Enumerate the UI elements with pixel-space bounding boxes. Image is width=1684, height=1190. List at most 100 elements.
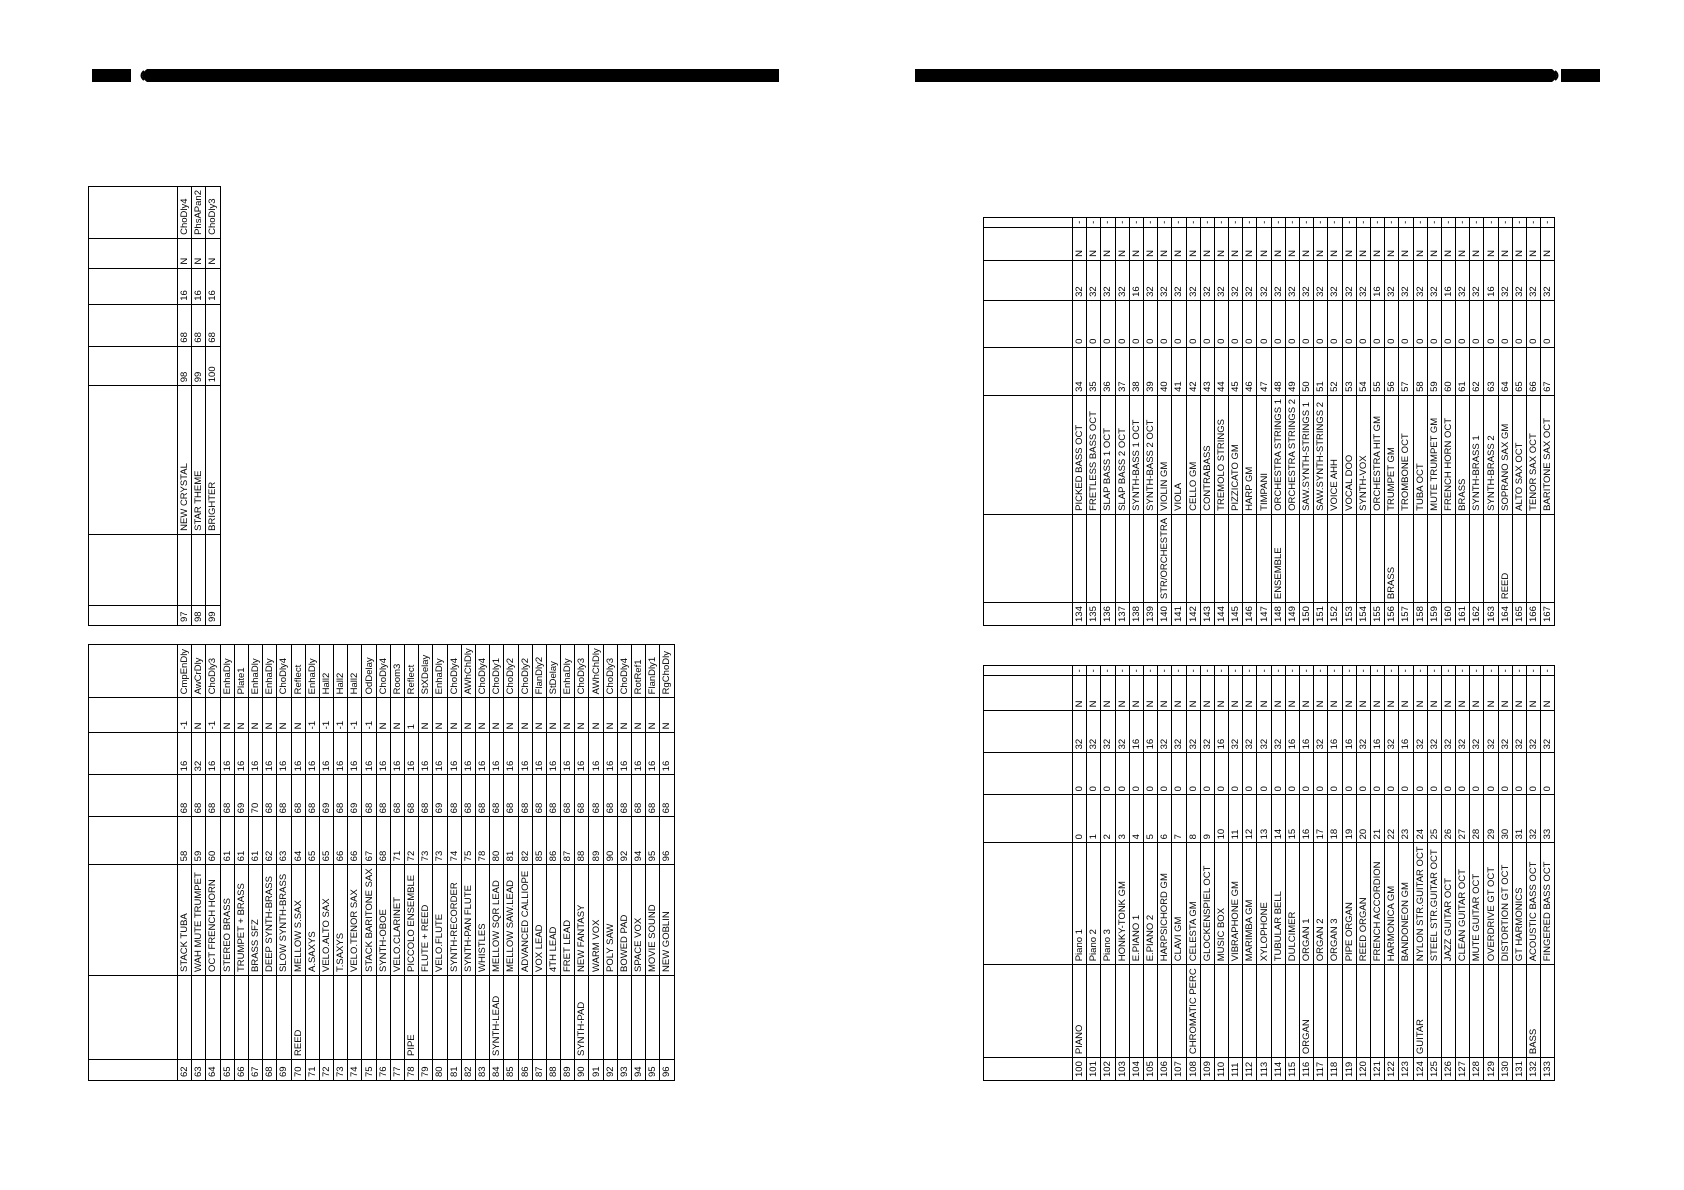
table-cell: 0 <box>1384 752 1399 795</box>
header-cell <box>983 842 1073 965</box>
table-cell: 32 <box>1115 710 1130 753</box>
table-cell: MELLOW SQR LEAD <box>489 864 504 976</box>
table-cell: PICKED BASS OCT <box>1072 395 1087 515</box>
table-cell: N <box>1342 675 1357 711</box>
table-cell: VELO.TENOR SAX <box>347 864 362 976</box>
table-cell: 90 <box>574 1059 589 1081</box>
table-cell: 34 <box>1072 347 1087 396</box>
table-cell: 77 <box>390 1059 405 1081</box>
table-cell: 97 <box>177 605 192 626</box>
table-cell: 30 <box>1498 794 1513 843</box>
table-cell: 32 <box>1356 260 1371 301</box>
table-cell: 94 <box>631 1059 646 1081</box>
table-cell: - <box>1256 665 1272 676</box>
table-cell: 16 <box>461 732 476 775</box>
table-cell <box>191 534 206 606</box>
table-cell <box>1299 514 1314 603</box>
table-cell: 28 <box>1469 794 1484 843</box>
table-cell: N <box>1370 227 1385 261</box>
table-cell <box>631 975 646 1060</box>
table-cell <box>390 975 405 1060</box>
table-cell: N <box>1072 227 1087 261</box>
table-cell: 50 <box>1299 347 1314 396</box>
header-cell <box>983 1057 1073 1081</box>
table-cell: EnhaDly <box>305 644 320 698</box>
table-cell: STACK TUBA <box>177 864 192 976</box>
table-cell: N <box>603 697 618 733</box>
table-cell: 0 <box>1200 300 1215 348</box>
table-cell: N <box>1086 227 1101 261</box>
table-cell: TENOR SAX OCT <box>1526 395 1541 515</box>
table-cell: 0 <box>1086 300 1101 348</box>
table-cell: 68 <box>305 774 320 817</box>
table-cell: 160 <box>1441 602 1456 626</box>
table-cell: TREMOLO STRINGS <box>1214 395 1229 515</box>
table-cell: 75 <box>361 1059 377 1081</box>
table-cell: 16 <box>518 732 533 775</box>
header-cell <box>88 816 178 865</box>
table-cell <box>1483 964 1499 1058</box>
table-cell: 0 <box>1129 752 1144 795</box>
table-cell: 0 <box>1186 300 1201 348</box>
table-cell: - <box>1299 665 1314 676</box>
table-cell: N <box>1498 227 1513 261</box>
table-cell: 44 <box>1214 347 1229 396</box>
table-cell: 68 <box>475 774 490 817</box>
table-cell: - <box>1129 665 1144 676</box>
table-cell: 32 <box>1455 710 1470 753</box>
table-cell: 32 <box>1413 710 1428 753</box>
table-cell: 16 <box>574 732 589 775</box>
table-cell: 0 <box>1072 300 1087 348</box>
table-cell <box>1100 514 1116 603</box>
table-cell: 0 <box>1157 752 1172 795</box>
table-cell: N <box>1441 227 1456 261</box>
table-cell: 119 <box>1342 1057 1357 1081</box>
table-cell: N <box>1427 675 1442 711</box>
table-cell: 16 <box>659 732 675 775</box>
table-cell: 16 <box>1129 260 1144 301</box>
header-cell <box>88 534 178 606</box>
table-cell: N <box>1242 675 1257 711</box>
table-cell: - <box>1100 217 1116 228</box>
header-cell <box>983 395 1073 515</box>
table-cell: - <box>1285 217 1300 228</box>
table-cell: SYNTH-PAD <box>574 975 589 1060</box>
table-cell: MUTE TRUMPET GM <box>1427 395 1442 515</box>
table-cell: - <box>1129 217 1144 228</box>
table-cell: Hall2 <box>319 644 334 698</box>
table-cell: N <box>1512 675 1527 711</box>
table-cell: - <box>1483 665 1499 676</box>
table-cell: N <box>1384 675 1399 711</box>
table-cell: - <box>1427 665 1442 676</box>
table-cell: - <box>1242 217 1257 228</box>
table-cell: 0 <box>1526 300 1541 348</box>
table-cell: 58 <box>177 816 192 865</box>
table-cell: T.SAXYS <box>333 864 348 976</box>
table-cell: SYNTH-PAN FLUTE <box>461 864 476 976</box>
table-cell: AWhChDly <box>461 644 476 698</box>
table-cell: - <box>1512 217 1527 228</box>
table-cell <box>177 534 192 606</box>
table-cell <box>1327 514 1343 603</box>
table-cell: - <box>1512 665 1527 676</box>
table-cell: - <box>1214 665 1229 676</box>
table-cell: N <box>1469 227 1484 261</box>
table-cell: VIOLA <box>1171 395 1186 515</box>
table-cell: 78 <box>475 816 490 865</box>
table-cell: - <box>1356 665 1371 676</box>
table-cell: 0 <box>1171 300 1186 348</box>
table-cell: 67 <box>361 816 377 865</box>
table-cell <box>418 975 433 1060</box>
